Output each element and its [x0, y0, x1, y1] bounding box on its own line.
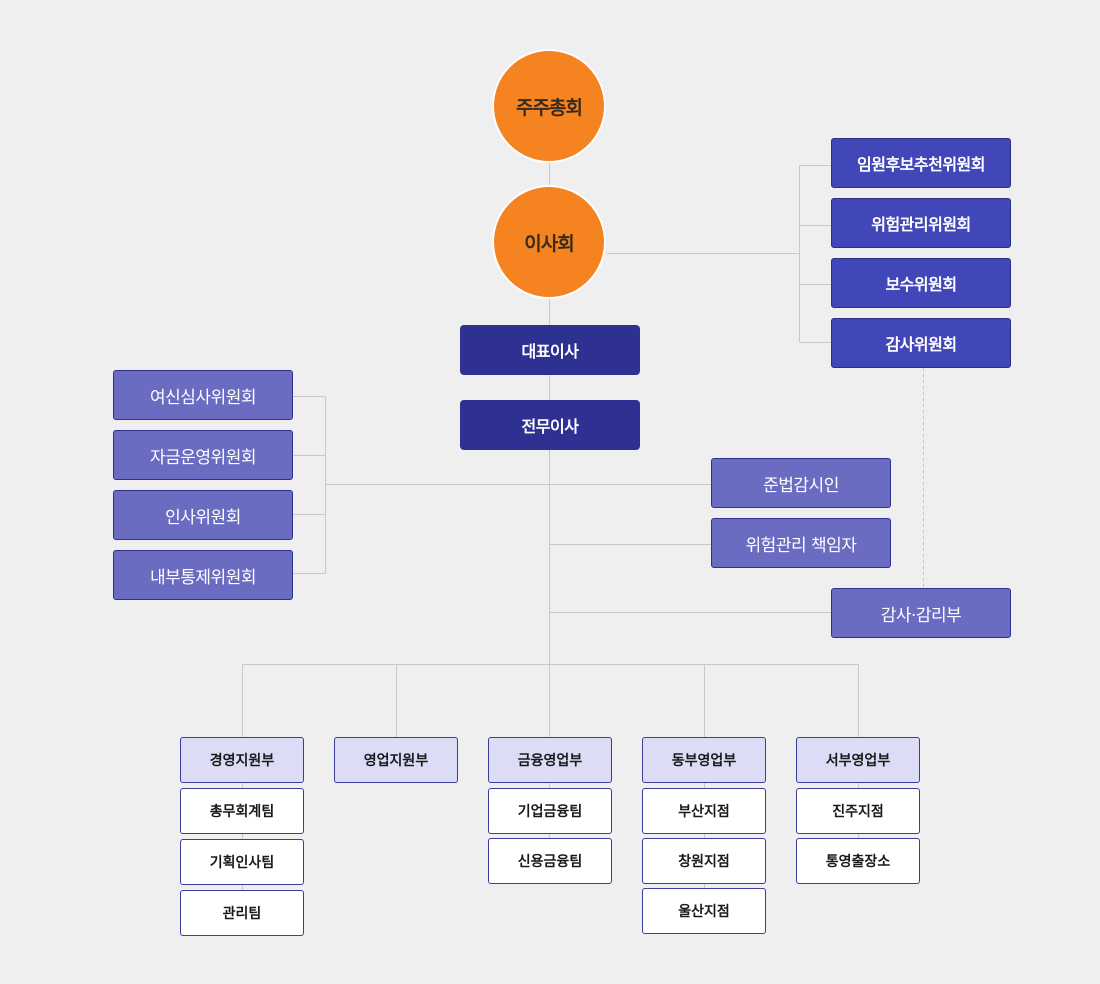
- committee-audit: 감사위원회: [831, 318, 1011, 368]
- team-credit-finance: 신용금융팀: [488, 838, 612, 884]
- branch-ulsan: 울산지점: [642, 888, 766, 934]
- shareholders-node: 주주총회: [492, 49, 606, 163]
- risk-officer-node: 위험관리 책임자: [711, 518, 891, 568]
- team-management: 관리팀: [180, 890, 304, 936]
- committee-personnel: 인사위원회: [113, 490, 293, 540]
- branch-changwon: 창원지점: [642, 838, 766, 884]
- office-tongyeong: 통영출장소: [796, 838, 920, 884]
- team-general-accounting: 총무회계팀: [180, 788, 304, 834]
- department-finance-sales: 금융영업부: [488, 737, 612, 783]
- team-corporate-finance: 기업금융팀: [488, 788, 612, 834]
- branch-jinju: 진주지점: [796, 788, 920, 834]
- compliance-officer-node: 준법감시인: [711, 458, 891, 508]
- board-node: 이사회: [492, 185, 606, 299]
- committee-risk-management: 위험관리위원회: [831, 198, 1011, 248]
- department-east-sales: 동부영업부: [642, 737, 766, 783]
- committee-fund-management: 자금운영위원회: [113, 430, 293, 480]
- committee-compensation: 보수위원회: [831, 258, 1011, 308]
- department-west-sales: 서부영업부: [796, 737, 920, 783]
- department-management-support: 경영지원부: [180, 737, 304, 783]
- department-sales-support: 영업지원부: [334, 737, 458, 783]
- committee-internal-control: 내부통제위원회: [113, 550, 293, 600]
- committee-candidate-recommendation: 임원후보추천위원회: [831, 138, 1011, 188]
- committee-credit-review: 여신심사위원회: [113, 370, 293, 420]
- audit-department-node: 감사·감리부: [831, 588, 1011, 638]
- team-planning-personnel: 기획인사팀: [180, 839, 304, 885]
- executive-director-node: 전무이사: [460, 400, 640, 450]
- ceo-node: 대표이사: [460, 325, 640, 375]
- branch-busan: 부산지점: [642, 788, 766, 834]
